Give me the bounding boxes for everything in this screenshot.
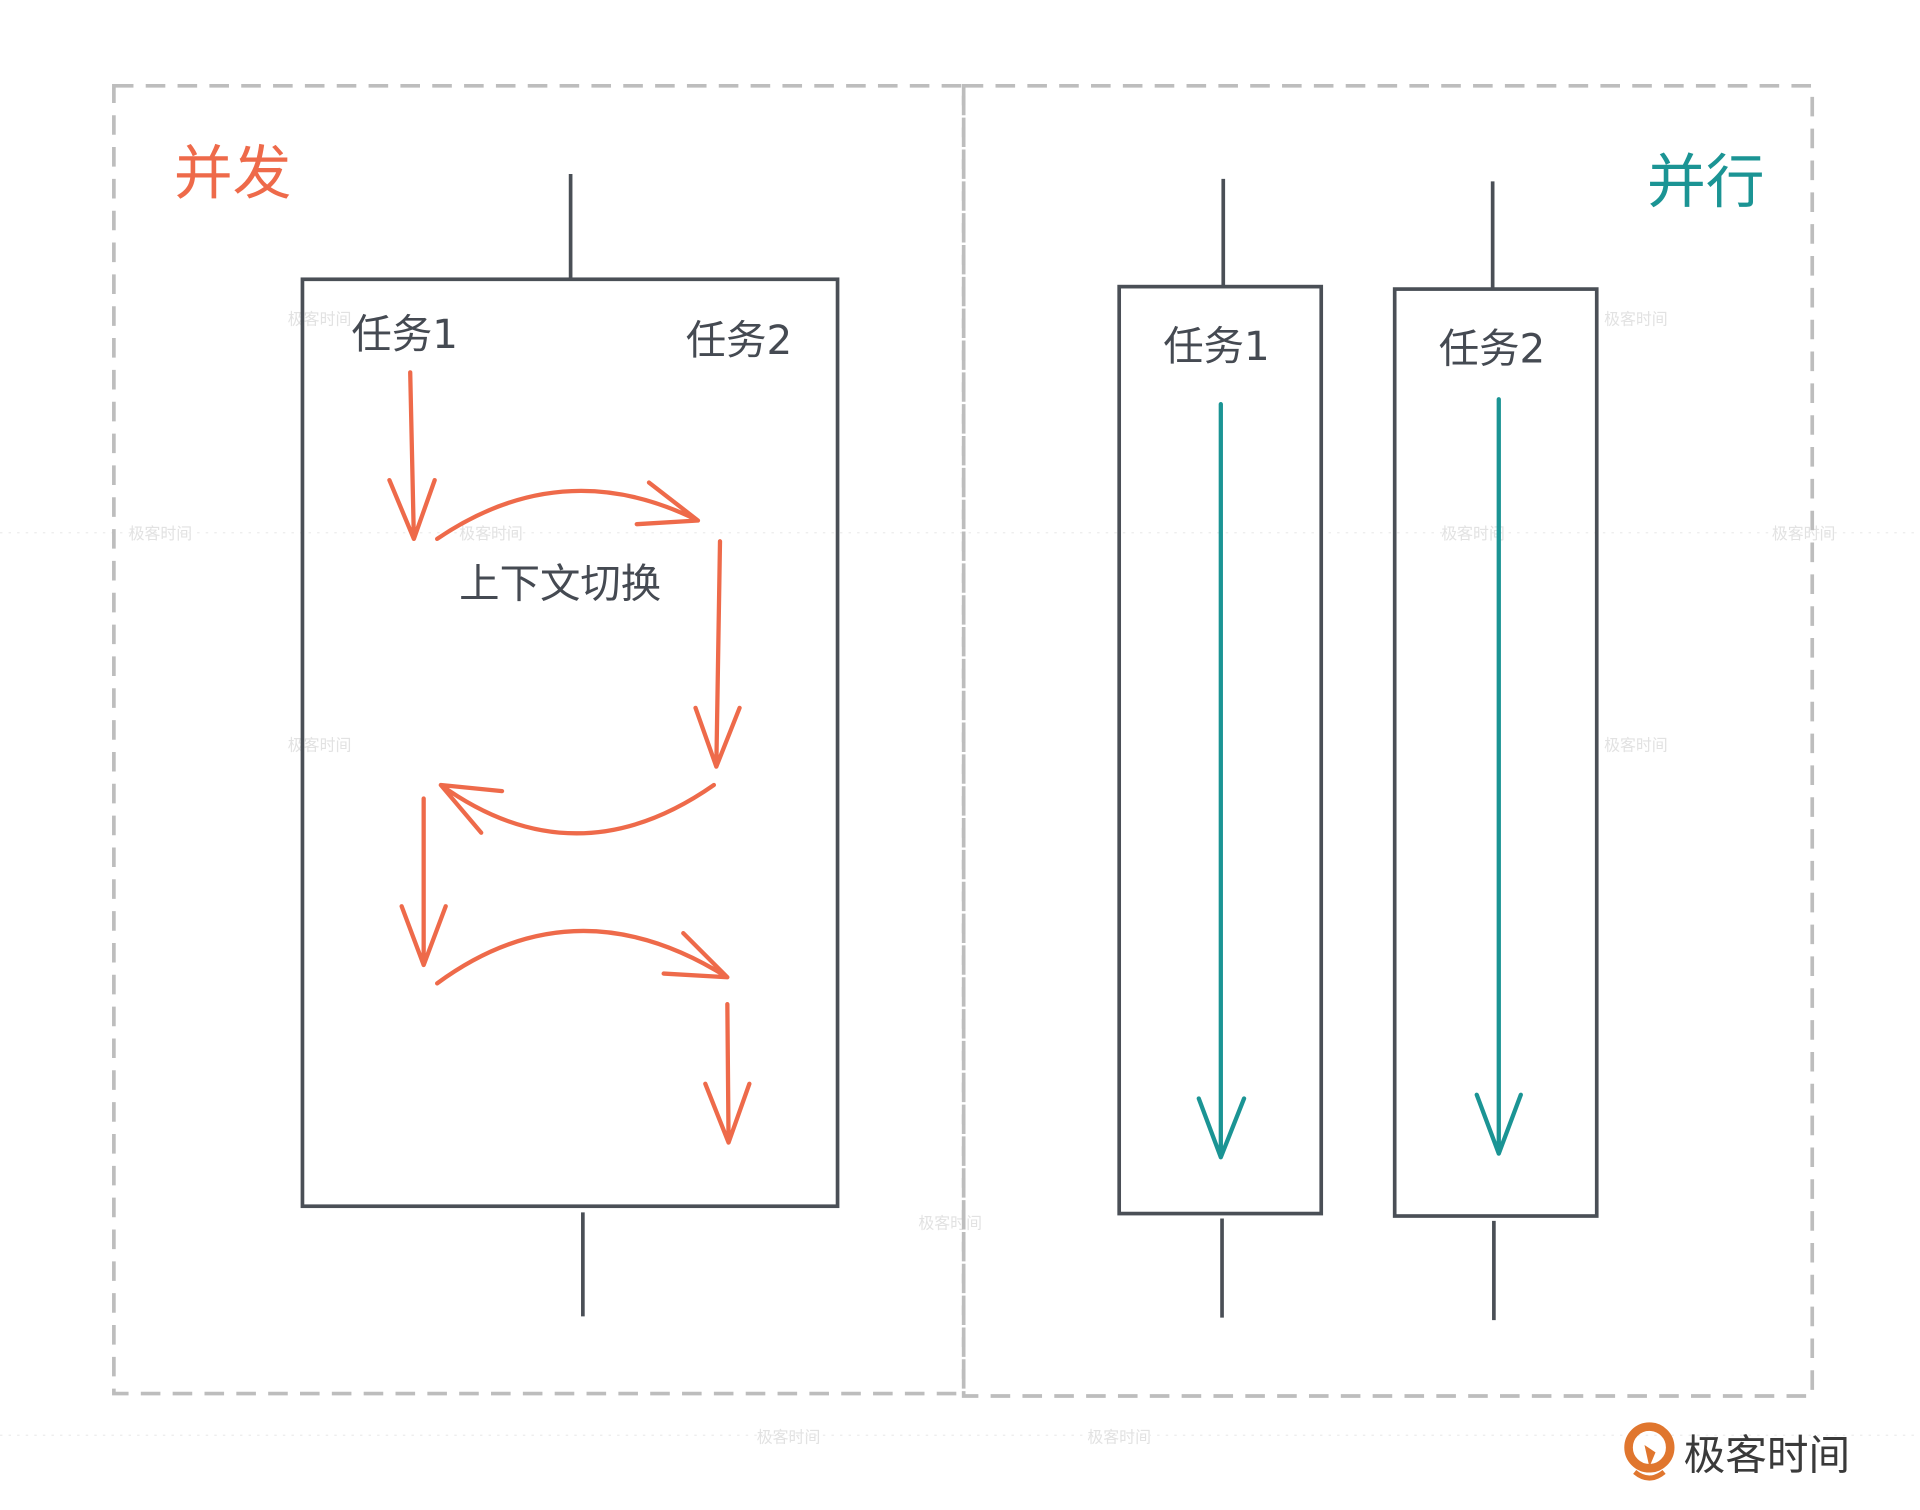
watermark: 极客时间 [288,736,352,755]
parallel-arrows [1196,397,1523,1160]
concurrent-arrows [387,370,752,1145]
watermark: 极客时间 [757,1428,821,1447]
watermark: 极客时间 [1772,524,1836,543]
watermark: 极客时间 [1604,736,1668,755]
concurrent-task1-label: 任务1 [351,310,457,358]
arrow-task1-step2 [399,796,448,968]
concurrent-cpu-box [300,277,840,1209]
watermark: 极客时间 [459,524,523,543]
arrow-switch-3 [435,928,730,986]
parallel-region [961,83,1815,1398]
watermark: 极客时间 [1604,310,1668,329]
concurrent-title: 并发 [174,139,292,208]
watermark: 极客时间 [129,524,193,543]
watermark: 极客时间 [288,310,352,329]
arrow-task2-step2 [703,1002,752,1145]
arrow-switch-1 [435,480,701,542]
arrow-task1-step1 [387,370,437,542]
parallel-cpu1-box [1117,284,1324,1216]
logo-text: 极客时间 [1684,1430,1851,1479]
geektime-logo: 极客时间 [1624,1422,1851,1481]
geektime-logo-icon [1624,1422,1675,1481]
watermark: 极客时间 [1087,1428,1151,1447]
concurrent-task2-label: 任务2 [686,316,792,364]
arrow-parallel-task2 [1474,397,1523,1156]
parallel-task2-label: 任务2 [1439,325,1545,373]
arrow-task2-step1 [693,539,742,769]
context-switch-label: 上下文切换 [459,560,661,608]
watermark: 极客时间 [918,1213,982,1232]
parallel-task1-label: 任务1 [1163,322,1269,370]
parallel-title: 并行 [1647,147,1765,216]
parallel-cpu2-box [1392,287,1599,1218]
arrow-parallel-task1 [1196,402,1247,1160]
watermark: 极客时间 [1441,524,1505,543]
watermarks: 极客时间 极客时间 极客时间 极客时间 极客时间 极客时间 极客时间 极客时间 … [129,310,1836,1447]
arrow-switch-2 [438,782,717,836]
